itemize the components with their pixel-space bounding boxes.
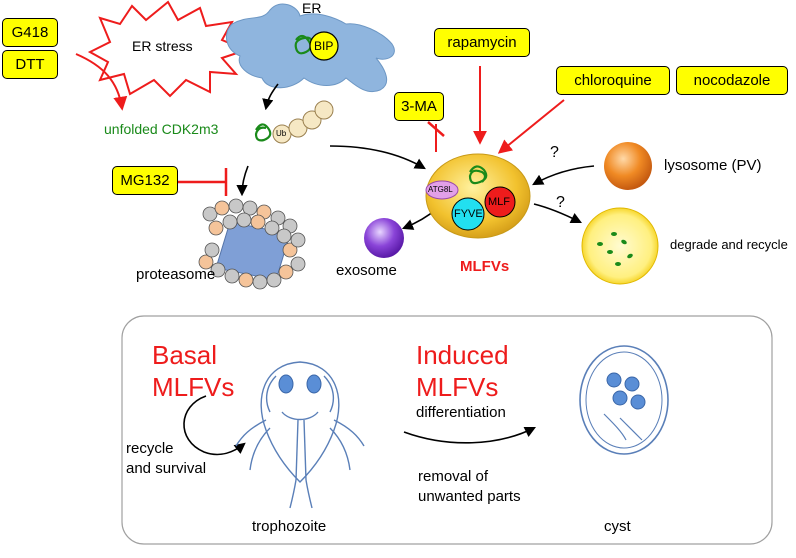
proteasome-subunit: [264, 220, 280, 236]
mlfv-to-degrade-arrow: [533, 203, 583, 224]
fyve-label: FYVE: [454, 208, 483, 220]
trophozoite-nucleus-left: [278, 374, 294, 394]
unfolded-to-mlfv-arrow: [329, 145, 426, 170]
recycle-text-line1: recycle: [126, 440, 174, 457]
proteasome-label: proteasome: [136, 266, 216, 283]
ubiquitin-chain: [254, 100, 334, 144]
atg8l-label: ATG8L: [428, 185, 453, 194]
lysosome-to-mlfv-arrow: [532, 165, 595, 186]
er-stress-label: ER stress: [132, 38, 193, 54]
chloroquine-arrow: [497, 99, 565, 154]
mg132-label: MG132: [112, 166, 178, 195]
proteasome-subunit: [238, 272, 254, 288]
proteasome-subunit: [198, 254, 214, 270]
proteasome: [198, 198, 306, 290]
induced-title-line1: Induced: [416, 340, 509, 370]
mlfv-vesicle: [425, 153, 531, 239]
recycle-arrow: [183, 395, 246, 456]
proteasome-subunit: [282, 242, 298, 258]
mlf-label: MLF: [488, 196, 510, 208]
basal-title-line2: MLFVs: [152, 372, 235, 402]
bip-label: BIP: [314, 39, 334, 53]
degrade-vesicle: [581, 207, 659, 285]
proteasome-subunit: [276, 228, 292, 244]
proteasome-subunit: [214, 200, 230, 216]
proteasome-subunit: [290, 232, 306, 248]
mlfvs-label: MLFVs: [460, 258, 510, 275]
question-mark-degrade: ?: [556, 194, 565, 211]
recycle-text-line2: and survival: [126, 460, 207, 477]
proteasome-subunit: [250, 214, 266, 230]
proteasome-subunit: [266, 272, 282, 288]
er-label: ER: [302, 0, 322, 16]
differentiation-text: differentiation: [416, 404, 506, 421]
cyst-cell: [579, 345, 669, 455]
proteasome-subunit: [204, 242, 220, 258]
exosome-label: exosome: [336, 262, 397, 279]
three-ma-label: 3-MA: [394, 92, 444, 121]
removal-text-line1: removal of: [418, 468, 489, 485]
g418-label: G418: [2, 18, 58, 47]
chloroquine-label: chloroquine: [556, 66, 670, 95]
proteasome-subunit: [252, 274, 268, 290]
proteasome-subunit: [242, 200, 258, 216]
proteasome-subunit: [222, 214, 238, 230]
three-ma-inhibit-bar: [427, 121, 445, 137]
proteasome-subunit: [228, 198, 244, 214]
induced-title-line2: MLFVs: [416, 372, 499, 402]
trophozoite-label: trophozoite: [252, 518, 327, 535]
lysosome-vesicle: [604, 142, 652, 190]
proteasome-subunit: [224, 268, 240, 284]
proteasome-subunit: [210, 262, 226, 278]
proteasome-subunit: [236, 212, 252, 228]
rapamycin-label: rapamycin: [434, 28, 530, 57]
proteasome-subunit: [202, 206, 218, 222]
unfolded-protein-label: unfolded CDK2m3: [104, 121, 219, 137]
bip-protein: [294, 31, 339, 61]
basal-title-line1: Basal: [152, 340, 218, 370]
exosome-vesicle: [364, 218, 404, 258]
trophozoite-nucleus-right: [306, 374, 322, 394]
differentiation-arrow: [403, 426, 537, 444]
drug-stress-arrow: [75, 53, 128, 111]
degrade-label: degrade and recycle: [670, 237, 788, 252]
unfolded-to-proteasome-arrow: [236, 165, 249, 197]
nocodazole-label: nocodazole: [676, 66, 788, 95]
cyst-label: cyst: [604, 518, 631, 535]
question-mark-lysosome: ?: [550, 144, 559, 161]
dtt-label: DTT: [2, 50, 58, 79]
proteasome-subunit: [208, 220, 224, 236]
trophozoite-cell: [235, 361, 365, 509]
proteasome-subunit: [290, 256, 306, 272]
er-stress-burst: [87, 0, 249, 98]
proteasome-subunit: [278, 264, 294, 280]
er-to-unfolded-arrow: [262, 83, 279, 111]
ub-label: Ub: [276, 129, 287, 138]
removal-text-line2: unwanted parts: [418, 488, 521, 505]
lysosome-label: lysosome (PV): [664, 157, 762, 174]
